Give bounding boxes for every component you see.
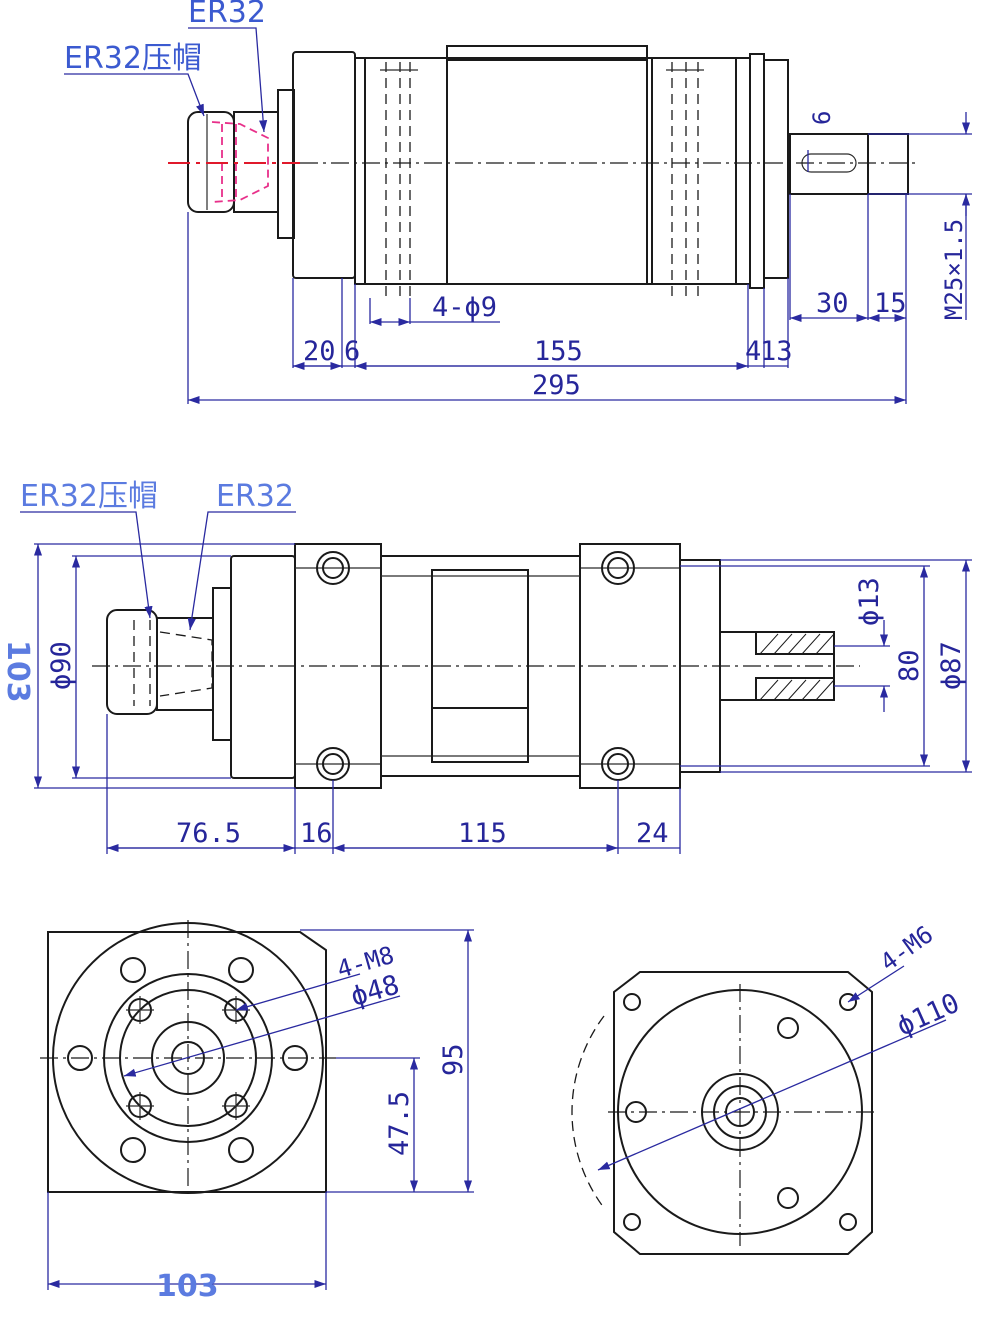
top-label-collet-nut: ER32压帽 bbox=[64, 41, 202, 76]
top-view: ER32 ER32压帽 4-ϕ9 30 15 20 6 155 4 1 bbox=[64, 0, 972, 405]
rear-dim-m6: 4-M6 bbox=[875, 920, 938, 977]
side-dim-phi13: ϕ13 bbox=[854, 577, 885, 626]
top-dim-30: 30 bbox=[816, 288, 849, 319]
side-dim-80: 80 bbox=[894, 649, 925, 682]
top-body bbox=[354, 57, 751, 285]
side-clamp-front bbox=[294, 543, 382, 789]
top-dim-6: 6 bbox=[344, 336, 360, 367]
front-dim-103: 103 bbox=[156, 1269, 219, 1304]
side-dim-103: 103 bbox=[0, 640, 35, 703]
rear-dim-phi110: ϕ110 bbox=[892, 988, 964, 1043]
side-dim-phi87: ϕ87 bbox=[936, 641, 967, 690]
side-dim-16: 16 bbox=[300, 818, 333, 849]
side-label-collet: ER32 bbox=[216, 479, 294, 514]
rear-mount-holes bbox=[623, 993, 857, 1231]
front-dim-47-5: 47.5 bbox=[384, 1091, 415, 1156]
rear-square-plate bbox=[613, 971, 873, 1255]
front-outer-holes bbox=[67, 957, 308, 1163]
top-dim-thread: M25×1.5 bbox=[940, 219, 968, 320]
top-dim-295: 295 bbox=[532, 370, 581, 401]
side-dim-phi90: ϕ90 bbox=[46, 641, 77, 690]
front-view: 4-M8 ϕ48 95 47.5 103 bbox=[40, 920, 474, 1304]
top-front-flange bbox=[292, 51, 356, 279]
top-dim-15: 15 bbox=[874, 288, 907, 319]
side-collet bbox=[156, 617, 214, 711]
side-front-flange bbox=[230, 555, 296, 779]
side-bolt-heads bbox=[316, 551, 635, 781]
top-dim-key: 6 bbox=[808, 111, 836, 125]
side-label-collet-nut: ER32压帽 bbox=[20, 479, 158, 514]
side-dim-24: 24 bbox=[636, 818, 669, 849]
side-dim-115: 115 bbox=[458, 818, 507, 849]
top-dim-13: 13 bbox=[760, 336, 793, 367]
side-dim-76-5: 76.5 bbox=[176, 818, 241, 849]
top-rear-flange bbox=[749, 53, 765, 289]
top-label-collet: ER32 bbox=[188, 0, 266, 30]
front-dim-95: 95 bbox=[438, 1043, 469, 1076]
top-dim-holes: 4-ϕ9 bbox=[432, 292, 497, 323]
top-dim-155: 155 bbox=[534, 336, 583, 367]
side-view: ER32压帽 ER32 103 ϕ90 ϕ13 80 ϕ87 bbox=[0, 479, 972, 854]
top-dim-4: 4 bbox=[745, 336, 761, 367]
side-shaft-hatch bbox=[759, 633, 835, 701]
top-dim-20: 20 bbox=[303, 336, 336, 367]
rear-view: 4-M6 ϕ110 bbox=[571, 920, 964, 1255]
front-square-plate bbox=[47, 931, 327, 1193]
